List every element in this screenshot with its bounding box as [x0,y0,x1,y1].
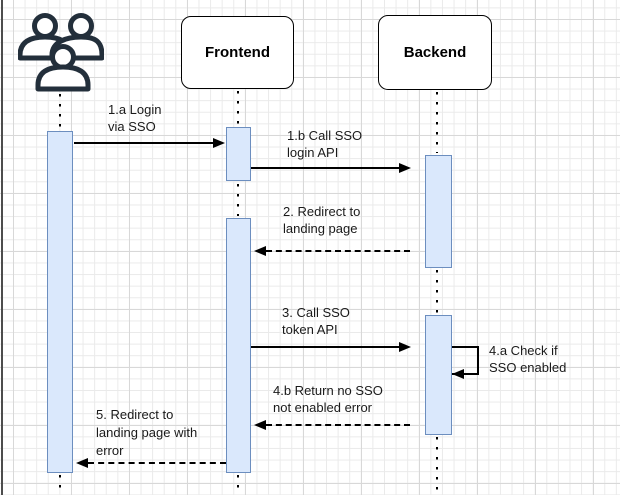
arrowhead-left-icon [452,369,464,379]
activation-bar-actor[interactable] [47,131,73,473]
message-arrow-2[interactable] [266,250,410,252]
lifeline-backend[interactable] [436,92,438,153]
message-arrow-4b[interactable] [266,424,410,426]
message-label-4a[interactable]: 4.a Check if SSO enabled [489,343,567,375]
message-arrow-5[interactable] [88,462,226,464]
arrowhead-left-icon [254,246,266,256]
lifeline-backend[interactable] [436,437,438,495]
activation-bar-frontend-2[interactable] [226,218,251,473]
message-label-2[interactable]: 2. Redirect to landing page [283,204,361,236]
message-arrow-3[interactable] [251,346,399,348]
message-label-1a[interactable]: 1.a Login via SSO [108,102,162,134]
participant-frontend-label: Frontend [205,44,270,61]
lifeline-frontend[interactable] [237,475,239,495]
lifeline-backend[interactable] [436,270,438,313]
users-group-icon[interactable] [18,10,104,92]
message-arrow-1a[interactable] [74,142,214,144]
message-arrow-1b[interactable] [251,167,399,169]
activation-bar-frontend-1[interactable] [226,127,251,181]
participant-backend[interactable]: Backend [378,15,492,90]
arrowhead-left-icon [254,420,266,430]
participant-frontend[interactable]: Frontend [181,16,294,89]
participant-backend-label: Backend [403,44,467,61]
lifeline-actor[interactable] [59,475,61,495]
page-boundary-line [1,0,3,495]
arrowhead-right-icon [399,342,411,352]
message-label-3[interactable]: 3. Call SSO token API [282,305,350,337]
activation-bar-backend-1[interactable] [425,155,452,268]
arrowhead-right-icon [213,138,225,148]
message-label-1b[interactable]: 1.b Call SSO login API [287,128,363,160]
lifeline-actor[interactable] [59,94,61,129]
message-label-5[interactable]: 5. Redirect to landing page with error [96,407,198,458]
arrowhead-right-icon [399,163,411,173]
lifeline-frontend[interactable] [237,91,239,125]
activation-bar-backend-2[interactable] [425,315,452,435]
message-self-loop-4a[interactable] [452,346,479,375]
message-label-4b[interactable]: 4.b Return no SSO not enabled error [273,383,383,415]
lifeline-frontend[interactable] [237,184,239,216]
arrowhead-left-icon [76,458,88,468]
